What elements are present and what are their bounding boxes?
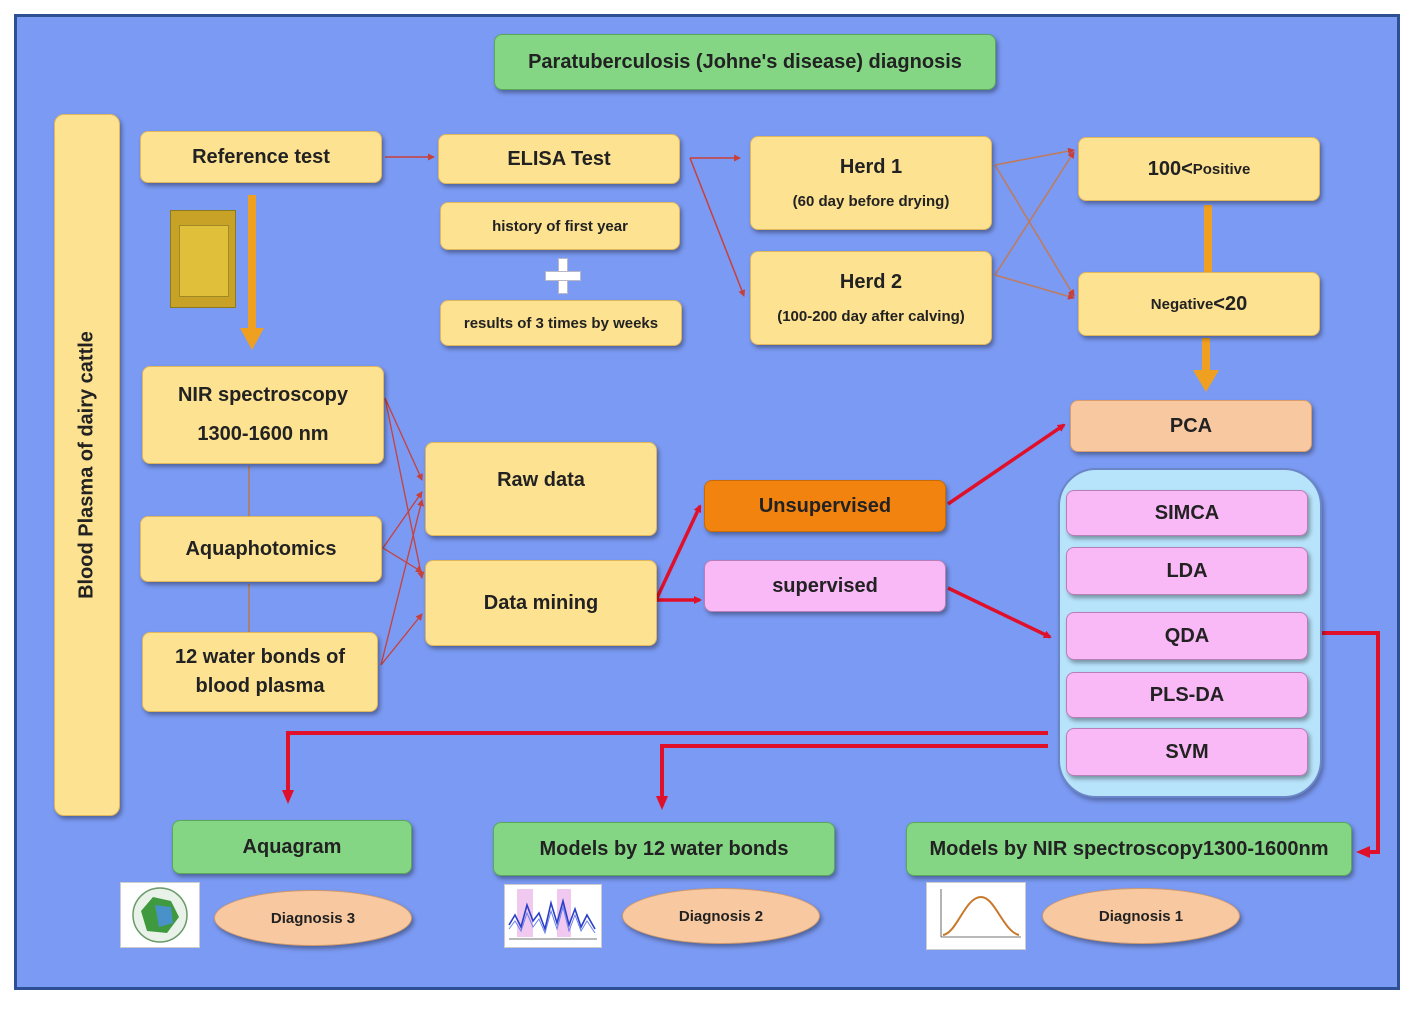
method-qda: QDA <box>1066 612 1308 660</box>
arrow-water-to-raw <box>380 499 424 666</box>
herd1-sub: (60 day before drying) <box>792 193 950 210</box>
negative-word: Negative <box>1150 295 1214 313</box>
positive-box: 100<Positive <box>1078 137 1320 201</box>
positive-word: Positive <box>1192 160 1251 178</box>
arrow-supervised-to-methods <box>947 586 1052 639</box>
water-bonds-thumbnail <box>504 884 602 948</box>
water-bonds-box: 12 water bonds of blood plasma <box>142 632 378 712</box>
arrow-water-to-mining <box>380 613 423 666</box>
side-label: Blood Plasma of dairy cattle <box>75 331 98 599</box>
data-mining-box: Data mining <box>425 560 657 646</box>
arrow-mining-to-unsupervised <box>654 504 702 601</box>
method-svm: SVM <box>1066 728 1308 776</box>
arrow-negative-to-pca-head <box>1193 370 1219 392</box>
raw-data-box: Raw data <box>425 442 657 536</box>
nir-line2: 1300-1600 nm <box>197 423 329 445</box>
reference-test-box: Reference test <box>140 131 382 183</box>
diagram-title: Paratuberculosis (Johne's disease) diagn… <box>494 34 996 90</box>
elisa-test-box: ELISA Test <box>438 134 680 184</box>
nir-line1: NIR spectroscopy <box>177 384 349 406</box>
herd1-box: Herd 1 (60 day before drying) <box>750 136 992 230</box>
aquagram-box: Aquagram <box>172 820 412 874</box>
positive-num: 100< <box>1147 157 1193 180</box>
arrow-nir-to-mining <box>384 397 425 579</box>
arrow-herd2-to-positive <box>994 151 1075 276</box>
water-bonds-line1: 12 water bonds of <box>174 646 346 668</box>
models-nir-box: Models by NIR spectroscopy1300-1600nm <box>906 822 1352 876</box>
results-box: results of 3 times by weeks <box>440 300 682 346</box>
arrow-herd1-to-positive <box>994 147 1075 166</box>
arrow-herd2-to-negative <box>994 274 1075 300</box>
test-strip-image <box>170 210 236 308</box>
pca-box: PCA <box>1070 400 1312 452</box>
arrow-aqua-to-mining <box>382 547 423 573</box>
nir-box: NIR spectroscopy 1300-1600 nm <box>142 366 384 464</box>
arrow-herd1-to-negative <box>994 164 1075 297</box>
arrow-nir-to-raw <box>384 397 423 481</box>
unsupervised-box: Unsupervised <box>704 480 946 532</box>
supervised-box: supervised <box>704 560 946 612</box>
method-lda: LDA <box>1066 547 1308 595</box>
method-plsda: PLS-DA <box>1066 672 1308 718</box>
arrow-aqua-to-raw <box>382 491 423 549</box>
aquagram-thumbnail <box>120 882 200 948</box>
herd2-box: Herd 2 (100-200 day after calving) <box>750 251 992 345</box>
arrow-methods-to-models-water <box>656 744 1048 810</box>
models-water-box: Models by 12 water bonds <box>493 822 835 876</box>
arrow-unsupervised-to-pca <box>947 423 1066 506</box>
aquaphotomics-box: Aquaphotomics <box>140 516 382 582</box>
diagnosis-2: Diagnosis 2 <box>622 888 820 944</box>
water-bonds-line2: blood plasma <box>195 675 325 697</box>
herd2-sub: (100-200 day after calving) <box>777 308 965 325</box>
method-simca: SIMCA <box>1066 490 1308 536</box>
side-label-box: Blood Plasma of dairy cattle <box>54 114 120 816</box>
herd2-title: Herd 2 <box>839 271 903 293</box>
arrow-reference-to-nir-head <box>240 328 264 350</box>
arrow-methods-to-aquagram <box>282 731 1048 804</box>
negative-num: <20 <box>1213 292 1248 315</box>
herd1-title: Herd 1 <box>839 156 903 178</box>
arrow-qda-to-models-nir <box>1320 631 1380 858</box>
diagnosis-3: Diagnosis 3 <box>214 890 412 946</box>
diagnosis-1: Diagnosis 1 <box>1042 888 1240 944</box>
arrow-elisa-to-herd2 <box>689 157 746 297</box>
plus-icon <box>545 258 581 294</box>
negative-box: Negative<20 <box>1078 272 1320 336</box>
nir-spectrum-thumbnail <box>926 882 1026 950</box>
history-box: history of first year <box>440 202 680 250</box>
